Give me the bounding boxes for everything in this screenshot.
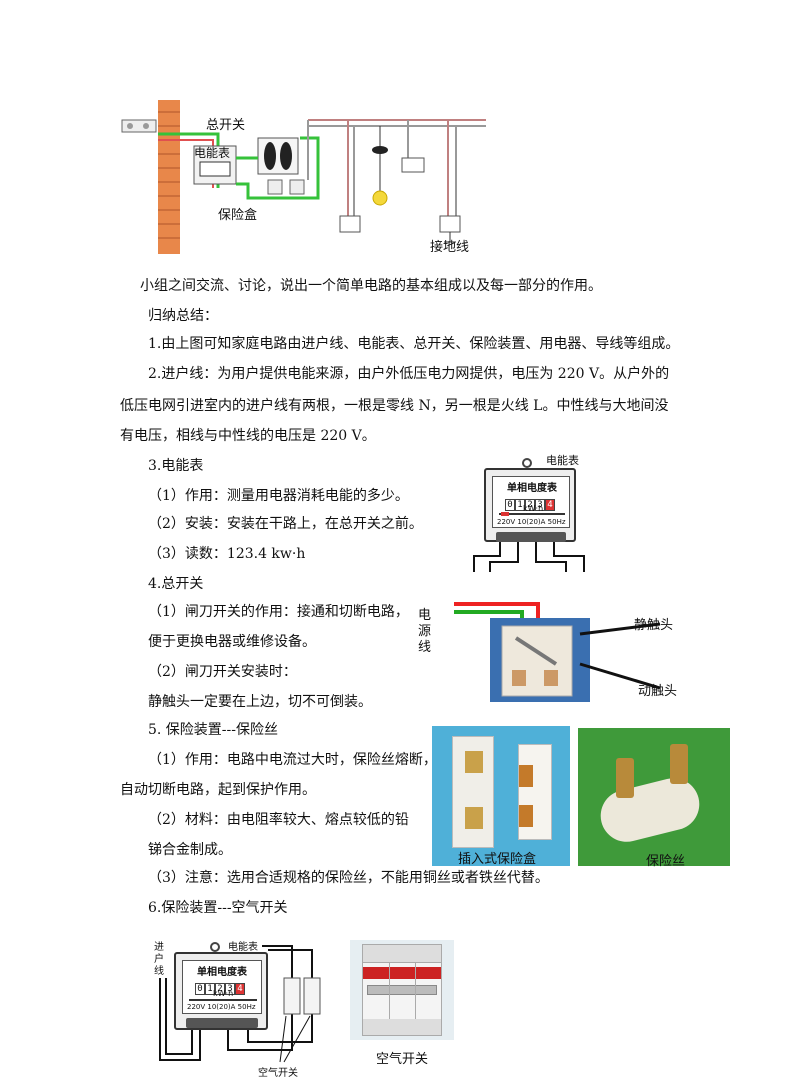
paragraph-summary-heading: 归纳总结： — [148, 308, 218, 324]
air-switch-meter-disc — [189, 999, 257, 1001]
meter-digit: 3 — [535, 499, 545, 511]
fuse-material-2: 锑合金制成。 — [148, 842, 232, 858]
household-circuit-figure: 总开关 电能表 保险盒 接地线 — [118, 98, 488, 256]
plug-fuse-box-photo: 插入式保险盒 — [432, 726, 570, 867]
fuse-clip — [616, 758, 634, 798]
fuse-plug-contact — [519, 805, 533, 827]
breaker-bottom-strip — [363, 1019, 441, 1035]
section-meter-heading: 3.电能表 — [148, 458, 204, 474]
fuse-caption: 保险丝 — [646, 854, 686, 869]
air-switch-meter-terminal — [186, 1018, 258, 1028]
air-switch-meter-spec: 220V 10(20)A 50Hz — [187, 1003, 256, 1011]
knife-switch-install-1: （2）闸刀开关安装时： — [148, 664, 297, 680]
knife-switch-function-2: 便于更换电器或维修设备。 — [148, 634, 316, 650]
meter-disc-mark — [501, 512, 509, 516]
meter-corner-label: 电能表 — [546, 454, 579, 467]
breaker-top-strip — [363, 945, 441, 963]
meter-disc-indicator — [499, 513, 565, 515]
meter-wires — [473, 542, 585, 572]
meter-unit: kW·h — [523, 504, 544, 513]
breaker-divider — [389, 963, 390, 1035]
fuse-holder-contact — [465, 807, 483, 829]
meter-digit: 0 — [505, 499, 515, 511]
ground-wire-label: 接地线 — [430, 240, 470, 255]
air-switch-meter-title: 单相电度表 — [197, 967, 247, 978]
fuse-clip — [670, 744, 688, 784]
paragraph-incoming-line-3: 有电压，相线与中性线的电压是 220 V。 — [120, 428, 376, 444]
air-switch-caption-right: 空气开关 — [376, 1052, 429, 1067]
section-air-switch-heading: 6.保险装置---空气开关 — [148, 900, 288, 916]
breaker-body — [362, 944, 442, 1036]
paragraph-composition: 1.由上图可知家庭电路由进户线、电能表、总开关、保险装置、用电器、导线等组成。 — [148, 336, 680, 352]
fuse-holder-contact — [465, 751, 483, 773]
fuse-ceramic-base — [595, 772, 705, 848]
meter-hook-icon — [522, 458, 532, 468]
meter-title: 单相电度表 — [507, 483, 557, 494]
static-contact-label: 静触头 — [634, 618, 674, 633]
fuse-material-1: （2）材料：由电阻率较大、熔点较低的铅 — [148, 812, 409, 828]
paragraph-incoming-line-2: 低压电网引进室内的进户线有两根，一根是零线 N，另一根是火线 L。中性线与大地间… — [120, 398, 669, 414]
fuse-plug-contact — [519, 765, 533, 787]
fuse-holder-base — [452, 736, 494, 848]
air-switch-meter-label: 电能表 — [228, 942, 258, 953]
moving-contact-label: 动触头 — [638, 684, 678, 699]
meter-digit: 1 — [205, 983, 215, 995]
breaker-divider — [415, 963, 416, 1035]
air-switch-photo — [350, 940, 454, 1040]
meter-digit: 3 — [225, 983, 235, 995]
fuse-function-2: 自动切断电路，起到保护作用。 — [120, 782, 316, 798]
plug-fuse-box-caption: 插入式保险盒 — [458, 852, 537, 867]
air-switch-wiring — [159, 945, 321, 1063]
power-line-label: 电 源 线 — [418, 608, 432, 655]
knife-switch-drawing — [454, 602, 661, 702]
meter-reading: （3）读数：123.4 kw·h — [148, 546, 306, 562]
meter-spec: 220V 10(20)A 50Hz — [497, 518, 566, 526]
knife-switch-figure: 电 源 线 静触头 动触头 — [416, 600, 686, 704]
fuse-note: （3）注意：选用合适规格的保险丝，不能用铜丝或者铁丝代替。 — [148, 870, 549, 886]
meter-function: （1）作用：测量用电器消耗电能的多少。 — [148, 488, 409, 504]
fuse-plug — [518, 744, 552, 840]
meter-installation: （2）安装：安装在干路上，在总开关之前。 — [148, 516, 423, 532]
knife-switch-install-2: 静触头一定要在上边，切不可倒装。 — [148, 694, 372, 710]
meter-digit: 1 — [515, 499, 525, 511]
fuse-box-label: 保险盒 — [218, 208, 258, 223]
section-fuse-heading: 5. 保险装置---保险丝 — [148, 722, 278, 738]
main-switch-label: 总开关 — [206, 118, 246, 133]
air-switch-meter-unit: kW·h — [213, 989, 234, 998]
meter-digit: 0 — [195, 983, 205, 995]
fuse-function-1: （1）作用：电路中电流过大时，保险丝熔断， — [148, 752, 437, 768]
fuse-photo: 保险丝 — [578, 728, 730, 869]
meter-terminal-cover — [496, 532, 566, 542]
household-circuit-drawing — [121, 100, 486, 254]
meter-digit: 2 — [525, 499, 535, 511]
air-switch-caption-left: 空气开关 — [258, 1068, 298, 1079]
knife-switch-function-1: （1）闸刀开关的作用：接通和切断电路， — [148, 604, 409, 620]
meter-digit: 2 — [215, 983, 225, 995]
paragraph-discussion: 小组之间交流、讨论，说出一个简单电路的基本组成以及每一部分的作用。 — [140, 278, 602, 294]
section-main-switch-heading: 4.总开关 — [148, 576, 204, 592]
breaker-toggle — [367, 985, 437, 995]
meter-label: 电能表 — [194, 146, 231, 160]
breaker-red-band — [363, 967, 441, 979]
meter-hook-icon — [210, 942, 220, 952]
meter-digit-decimal: 4 — [235, 983, 245, 995]
paragraph-incoming-line-1: 2.进户线：为用户提供电能来源，由户外低压电力网提供，电压为 220 V。从户外… — [148, 366, 670, 382]
incoming-line-label: 进 户 线 — [154, 942, 164, 977]
meter-digit-decimal: 4 — [545, 499, 555, 511]
